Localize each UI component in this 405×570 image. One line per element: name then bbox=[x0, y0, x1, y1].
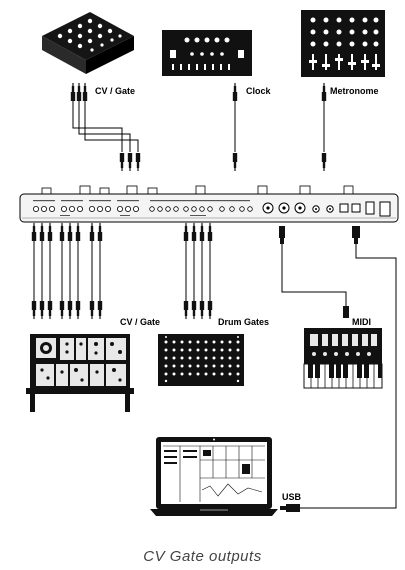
cv-gate-bottom-cables bbox=[33, 240, 101, 302]
figure-caption: CV Gate outputs bbox=[143, 548, 262, 565]
eurorack-rack-icon bbox=[26, 334, 134, 412]
metronome-label: Metronome bbox=[330, 86, 379, 96]
modular-case-icon bbox=[42, 12, 134, 74]
usb-label: USB bbox=[282, 492, 302, 502]
jack-plug-icon bbox=[183, 223, 213, 319]
clock-label: Clock bbox=[246, 86, 272, 96]
drum-gates-label: Drum Gates bbox=[218, 317, 269, 327]
usb-cable bbox=[300, 238, 397, 509]
clock-module-icon bbox=[162, 30, 252, 76]
drum-gate-module-icon bbox=[158, 334, 244, 386]
midi-synth-icon bbox=[303, 328, 383, 389]
metronome-module-icon bbox=[301, 10, 385, 77]
drum-gate-cables bbox=[185, 240, 211, 302]
laptop-icon bbox=[150, 437, 278, 516]
jack-plug-icon bbox=[70, 83, 327, 171]
sequencer-hub-icon bbox=[19, 185, 399, 223]
cv-gate-top-cables bbox=[72, 100, 325, 152]
cv-gate-top-label: CV / Gate bbox=[95, 86, 135, 96]
cv-gate-bottom-label: CV / Gate bbox=[120, 317, 160, 327]
midi-label: MIDI bbox=[352, 317, 371, 327]
midi-cable bbox=[281, 238, 347, 318]
jack-plug-icon bbox=[279, 226, 360, 512]
